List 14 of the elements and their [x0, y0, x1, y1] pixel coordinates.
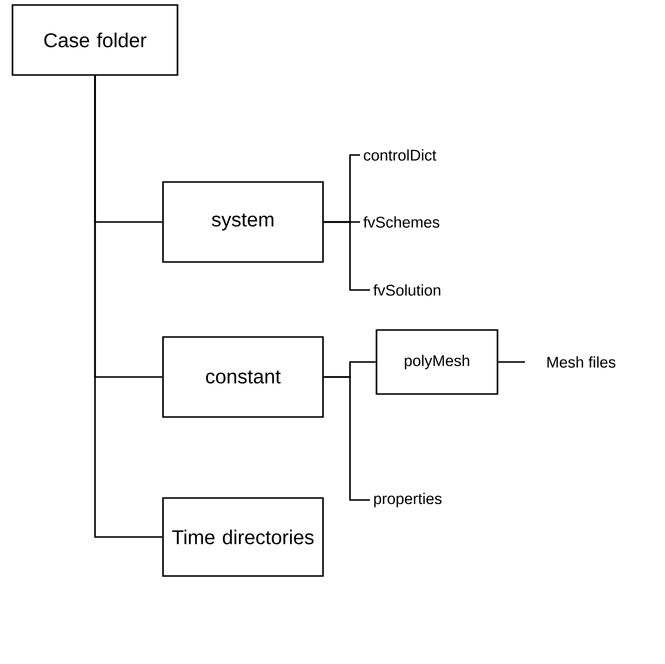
file-name: controlDict [364, 149, 436, 161]
connector-line [94, 76, 162, 538]
folder-box: Case folder [12, 4, 178, 76]
file-name: fvSolution [373, 284, 440, 296]
file-name: fvSchemes [363, 216, 440, 228]
folder-box: constant [162, 336, 324, 418]
connector-line [324, 221, 370, 291]
connector-line [498, 361, 525, 363]
folder-box: polyMesh [376, 329, 498, 395]
folder-box: system [162, 181, 324, 263]
folder-name: properties [374, 492, 442, 508]
connector-line [324, 376, 370, 501]
folder-box: Time directories [162, 497, 324, 577]
folder-name: Mesh files [547, 356, 616, 368]
